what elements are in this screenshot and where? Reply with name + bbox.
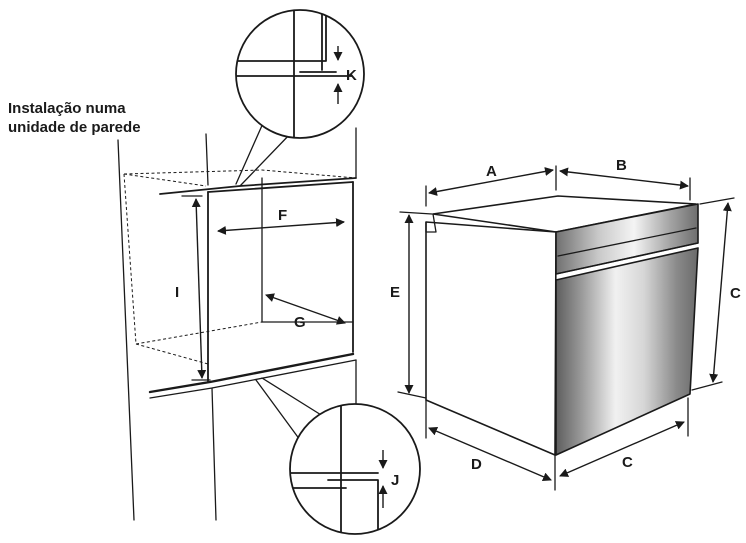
dimension-b: B: [559, 157, 691, 201]
dimension-c-vertical-arrow: [709, 202, 732, 383]
niche-top-shelf: [159, 177, 357, 195]
oven-left-side: [425, 221, 557, 456]
dimension-f-arrow: [217, 218, 345, 235]
detail-k-leader-right: [239, 131, 293, 187]
dimension-i-arrow: [191, 198, 207, 379]
niche-front-top: [207, 181, 354, 193]
niche-dashed-top-side: [123, 173, 207, 187]
dimension-e: E: [390, 211, 433, 399]
dimension-d-label: D: [471, 456, 482, 473]
detail-j-oven-edge: [327, 479, 379, 534]
dimension-j-label: J: [391, 472, 399, 489]
oven-rear-flange: [425, 213, 437, 233]
dimension-g-arrow: [265, 293, 346, 325]
dimension-i-label: I: [175, 284, 179, 301]
detail-j-leader-right: [261, 377, 327, 419]
dimension-g: G: [265, 293, 346, 331]
niche-bottom-shelf: [148, 352, 355, 394]
dimension-d: D: [425, 399, 556, 491]
dimension-i: I: [175, 195, 211, 381]
oven-door: [555, 247, 699, 456]
cabinet-upper-left-edge: [205, 133, 209, 186]
dimension-c-bottom-label: C: [622, 454, 633, 471]
wall-cabinet-niche: [117, 127, 357, 521]
dimension-k-label: K: [346, 67, 357, 84]
title-line-2: unidade de parede: [8, 119, 141, 136]
dimension-e-tick-top: [399, 211, 433, 215]
dimension-c-vertical: C: [691, 197, 741, 391]
dimension-f-label: F: [278, 207, 287, 224]
oven: [425, 195, 699, 456]
niche-dashed-left: [123, 173, 137, 345]
wall-left-edge: [117, 139, 135, 521]
niche-bottom-shelf-front: [149, 359, 357, 399]
dimension-e-label: E: [390, 284, 400, 301]
dimension-c-right-label: C: [730, 285, 741, 302]
dimension-a: A: [425, 163, 557, 207]
detail-j-circle: [289, 403, 421, 535]
oven-panel-door-gap: [555, 242, 699, 275]
dimension-a-label: A: [486, 163, 497, 180]
dimension-c-bottom-arrow: [559, 421, 685, 477]
dimension-b-label: B: [616, 157, 627, 174]
detail-j-leader-left: [255, 379, 301, 441]
oven-panel-highlight: [557, 227, 697, 257]
niche-dashed-bottom-side: [135, 343, 209, 365]
cabinet-lower-left-edge: [211, 387, 217, 521]
niche-dashed-top: [123, 169, 357, 179]
detail-circle-k: K: [235, 9, 365, 187]
title-line-1: Instalação numa: [8, 100, 126, 117]
detail-k-circle: [235, 9, 365, 139]
detail-k-shelf-top: [236, 10, 327, 62]
dimension-g-label: G: [294, 314, 306, 331]
niche-dashed-bottom: [135, 321, 263, 345]
dimension-c-bottom: C: [559, 397, 689, 477]
dimension-d-arrow: [428, 426, 552, 482]
installation-title: Instalação numa unidade de parede: [8, 100, 141, 136]
dimension-c-vertical-tick-top: [699, 197, 735, 205]
dimension-a-arrow: [428, 167, 554, 196]
detail-circle-j: J: [255, 377, 421, 535]
dimension-c-vertical-tick-bottom: [691, 381, 723, 391]
dimension-b-arrow: [559, 167, 689, 190]
dimension-e-tick-bottom: [397, 391, 427, 399]
dimension-f: F: [217, 207, 345, 235]
